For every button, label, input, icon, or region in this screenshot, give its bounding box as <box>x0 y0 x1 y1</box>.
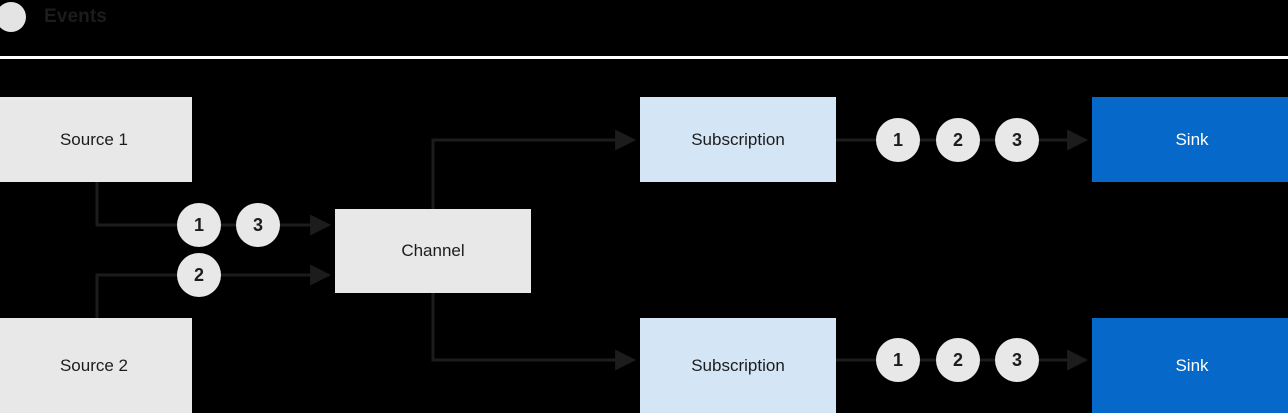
wire-channel-to-subscription-bottom <box>431 293 637 371</box>
event-token: 3 <box>236 203 280 247</box>
node-subscription-bottom[interactable]: Subscription <box>640 318 836 413</box>
legend: Events <box>0 0 1288 58</box>
node-source-2[interactable]: Source 2 <box>0 318 192 413</box>
event-token: 1 <box>876 338 920 382</box>
legend-label: Events <box>44 6 107 27</box>
node-subscription-top[interactable]: Subscription <box>640 97 836 182</box>
wire-channel-to-subscription-top <box>431 129 637 209</box>
event-token: 3 <box>995 338 1039 382</box>
event-token: 2 <box>177 253 221 297</box>
node-channel[interactable]: Channel <box>335 209 531 293</box>
event-token: 3 <box>995 118 1039 162</box>
event-token: 2 <box>936 338 980 382</box>
node-sink-bottom[interactable]: Sink <box>1092 318 1288 413</box>
wire-source2-to-channel <box>95 264 332 318</box>
event-token: 1 <box>876 118 920 162</box>
header-divider <box>0 56 1288 59</box>
event-circle-icon <box>0 2 26 32</box>
node-sink-top[interactable]: Sink <box>1092 97 1288 182</box>
event-token: 2 <box>936 118 980 162</box>
event-token: 1 <box>177 203 221 247</box>
node-source-1[interactable]: Source 1 <box>0 97 192 182</box>
